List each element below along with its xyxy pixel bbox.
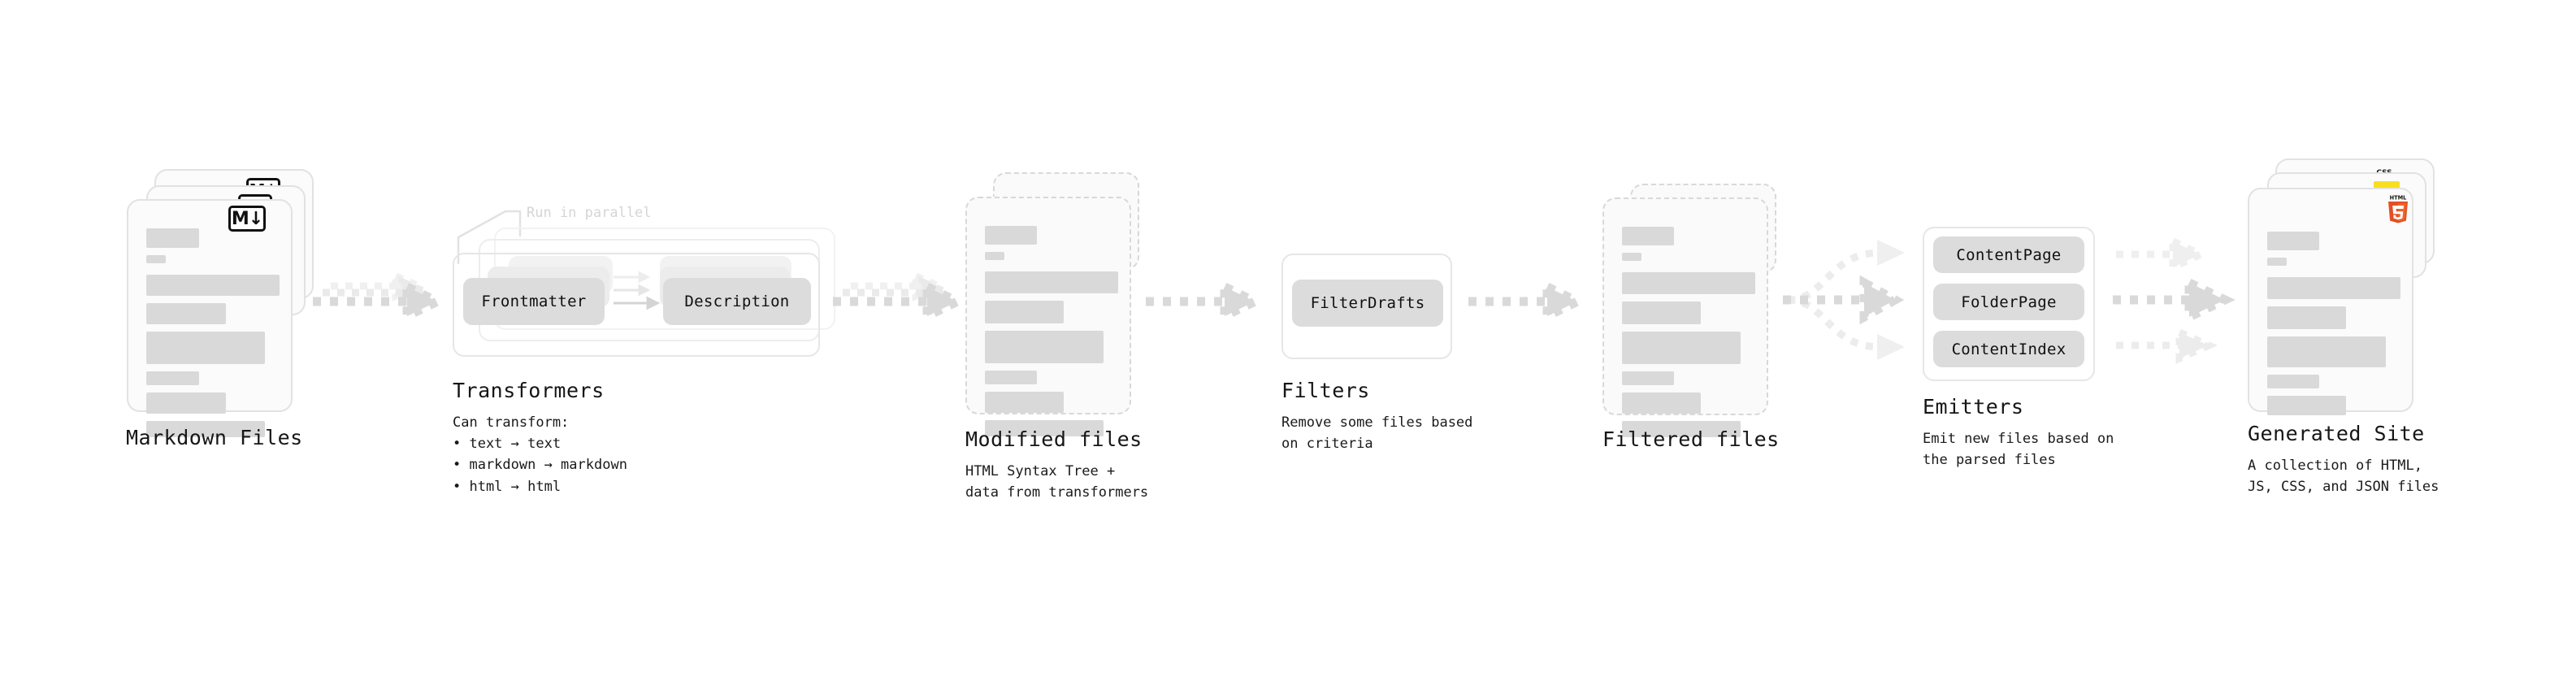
skeleton-bar — [985, 301, 1064, 323]
dotted-arrow-triple-icon — [2113, 235, 2236, 364]
skeleton-bar — [2267, 258, 2287, 266]
transformers-subtitle: Can transform: • text → text • markdown … — [453, 414, 627, 495]
skeleton-bar — [1622, 332, 1741, 364]
run-in-parallel-label: Run in parallel — [527, 205, 652, 221]
transformer-chip-description[interactable]: Description — [663, 278, 811, 325]
transformer-chip-frontmatter[interactable]: Frontmatter — [463, 278, 605, 325]
filtered-files-caption: Filtered files — [1602, 428, 1780, 451]
skeleton-bar — [985, 252, 1004, 260]
emitters-subtitle: Emit new files based on the parsed files — [1923, 430, 2114, 468]
filters-caption: Filters Remove some files based on crite… — [1281, 380, 1472, 454]
transformers-caption: Transformers Can transform: • text → tex… — [453, 380, 627, 497]
skeleton-bar — [1622, 253, 1641, 261]
run-in-parallel-bracket-icon — [457, 210, 522, 265]
card-skeleton-lines — [2267, 232, 2400, 423]
filtered-files-title: Filtered files — [1602, 427, 1780, 451]
skeleton-bar — [985, 392, 1064, 413]
skeleton-bar — [1622, 371, 1674, 385]
skeleton-bar — [985, 371, 1037, 384]
skeleton-bar — [1622, 227, 1674, 245]
transformers-box — [453, 253, 820, 357]
transformer-inner-arrows — [614, 271, 661, 310]
connector-modified-to-filters — [1144, 280, 1274, 329]
skeleton-bar — [146, 255, 166, 263]
skeleton-bar — [1622, 301, 1701, 324]
generated-site-card — [2248, 188, 2413, 415]
connector-filtered-to-emitters — [1781, 232, 1923, 370]
filter-chip-filterdrafts[interactable]: FilterDrafts — [1292, 280, 1443, 327]
skeleton-bar — [2267, 306, 2346, 329]
skeleton-bar — [146, 275, 280, 296]
markdown-files-caption: Markdown Files — [126, 427, 303, 449]
skeleton-bar — [985, 271, 1118, 293]
skeleton-bar — [2267, 277, 2400, 299]
card-skeleton-lines — [1622, 227, 1755, 445]
dotted-arrow-fanout-icon — [1783, 240, 1905, 360]
filters-box — [1281, 254, 1452, 359]
dotted-arrow-icon — [1146, 280, 1265, 323]
skeleton-bar — [2267, 396, 2346, 415]
skeleton-bar — [1622, 421, 1741, 437]
filters-subtitle: Remove some files based on criteria — [1281, 414, 1473, 452]
html5-glyph: HTML — [2388, 195, 2408, 223]
skeleton-bar — [1622, 393, 1701, 414]
skeleton-bar — [146, 332, 265, 364]
filtered-files-card — [1602, 197, 1768, 437]
skeleton-bar — [146, 421, 265, 437]
dotted-arrow-stack-icon — [313, 271, 448, 323]
card-skeleton-lines — [985, 226, 1118, 444]
generated-site-caption: Generated Site A collection of HTML, JS,… — [2248, 423, 2439, 497]
connector-md-to-transformers — [311, 271, 458, 333]
emitter-chip-folderpage[interactable]: FolderPage — [1933, 284, 2084, 320]
skeleton-bar — [985, 420, 1104, 436]
skeleton-bar — [2267, 336, 2386, 367]
connector-emitters-to-site — [2113, 232, 2255, 370]
html5-icon: HTML — [2387, 193, 2409, 224]
markdown-files-card — [127, 199, 293, 437]
modified-files-caption: Modified files HTML Syntax Tree + data f… — [965, 428, 1148, 503]
transformers-title: Transformers — [453, 379, 605, 402]
dotted-arrow-icon — [1468, 280, 1588, 323]
generated-site-subtitle: A collection of HTML, JS, CSS, and JSON … — [2248, 457, 2439, 495]
skeleton-bar — [146, 371, 199, 385]
emitters-caption: Emitters Emit new files based on the par… — [1923, 396, 2114, 471]
skeleton-bar — [2267, 232, 2319, 250]
generated-site-title: Generated Site — [2248, 422, 2425, 445]
skeleton-bar — [146, 228, 199, 248]
emitters-title: Emitters — [1923, 395, 2024, 419]
svg-text:HTML: HTML — [2390, 195, 2408, 202]
markdown-icon: M↓ — [228, 206, 266, 232]
dotted-arrow-stack-icon — [833, 271, 968, 323]
modified-files-subtitle: HTML Syntax Tree + data from transformer… — [965, 462, 1149, 501]
modified-files-card — [965, 197, 1131, 436]
skeleton-bar — [1622, 272, 1755, 294]
card-skeleton-lines — [146, 228, 280, 445]
skeleton-bar — [985, 331, 1104, 363]
skeleton-bar — [985, 226, 1037, 245]
skeleton-bar — [146, 303, 226, 324]
connector-filters-to-filtered — [1467, 280, 1613, 329]
emitter-chip-contentindex[interactable]: ContentIndex — [1933, 331, 2084, 367]
markdown-files-title: Markdown Files — [126, 426, 303, 449]
emitter-chip-contentpage[interactable]: ContentPage — [1933, 236, 2084, 273]
skeleton-bar — [146, 393, 226, 414]
filters-title: Filters — [1281, 379, 1370, 402]
modified-files-title: Modified files — [965, 427, 1143, 451]
emitters-box — [1923, 227, 2095, 381]
skeleton-bar — [2267, 375, 2319, 388]
connector-transformers-to-modified — [831, 271, 978, 333]
